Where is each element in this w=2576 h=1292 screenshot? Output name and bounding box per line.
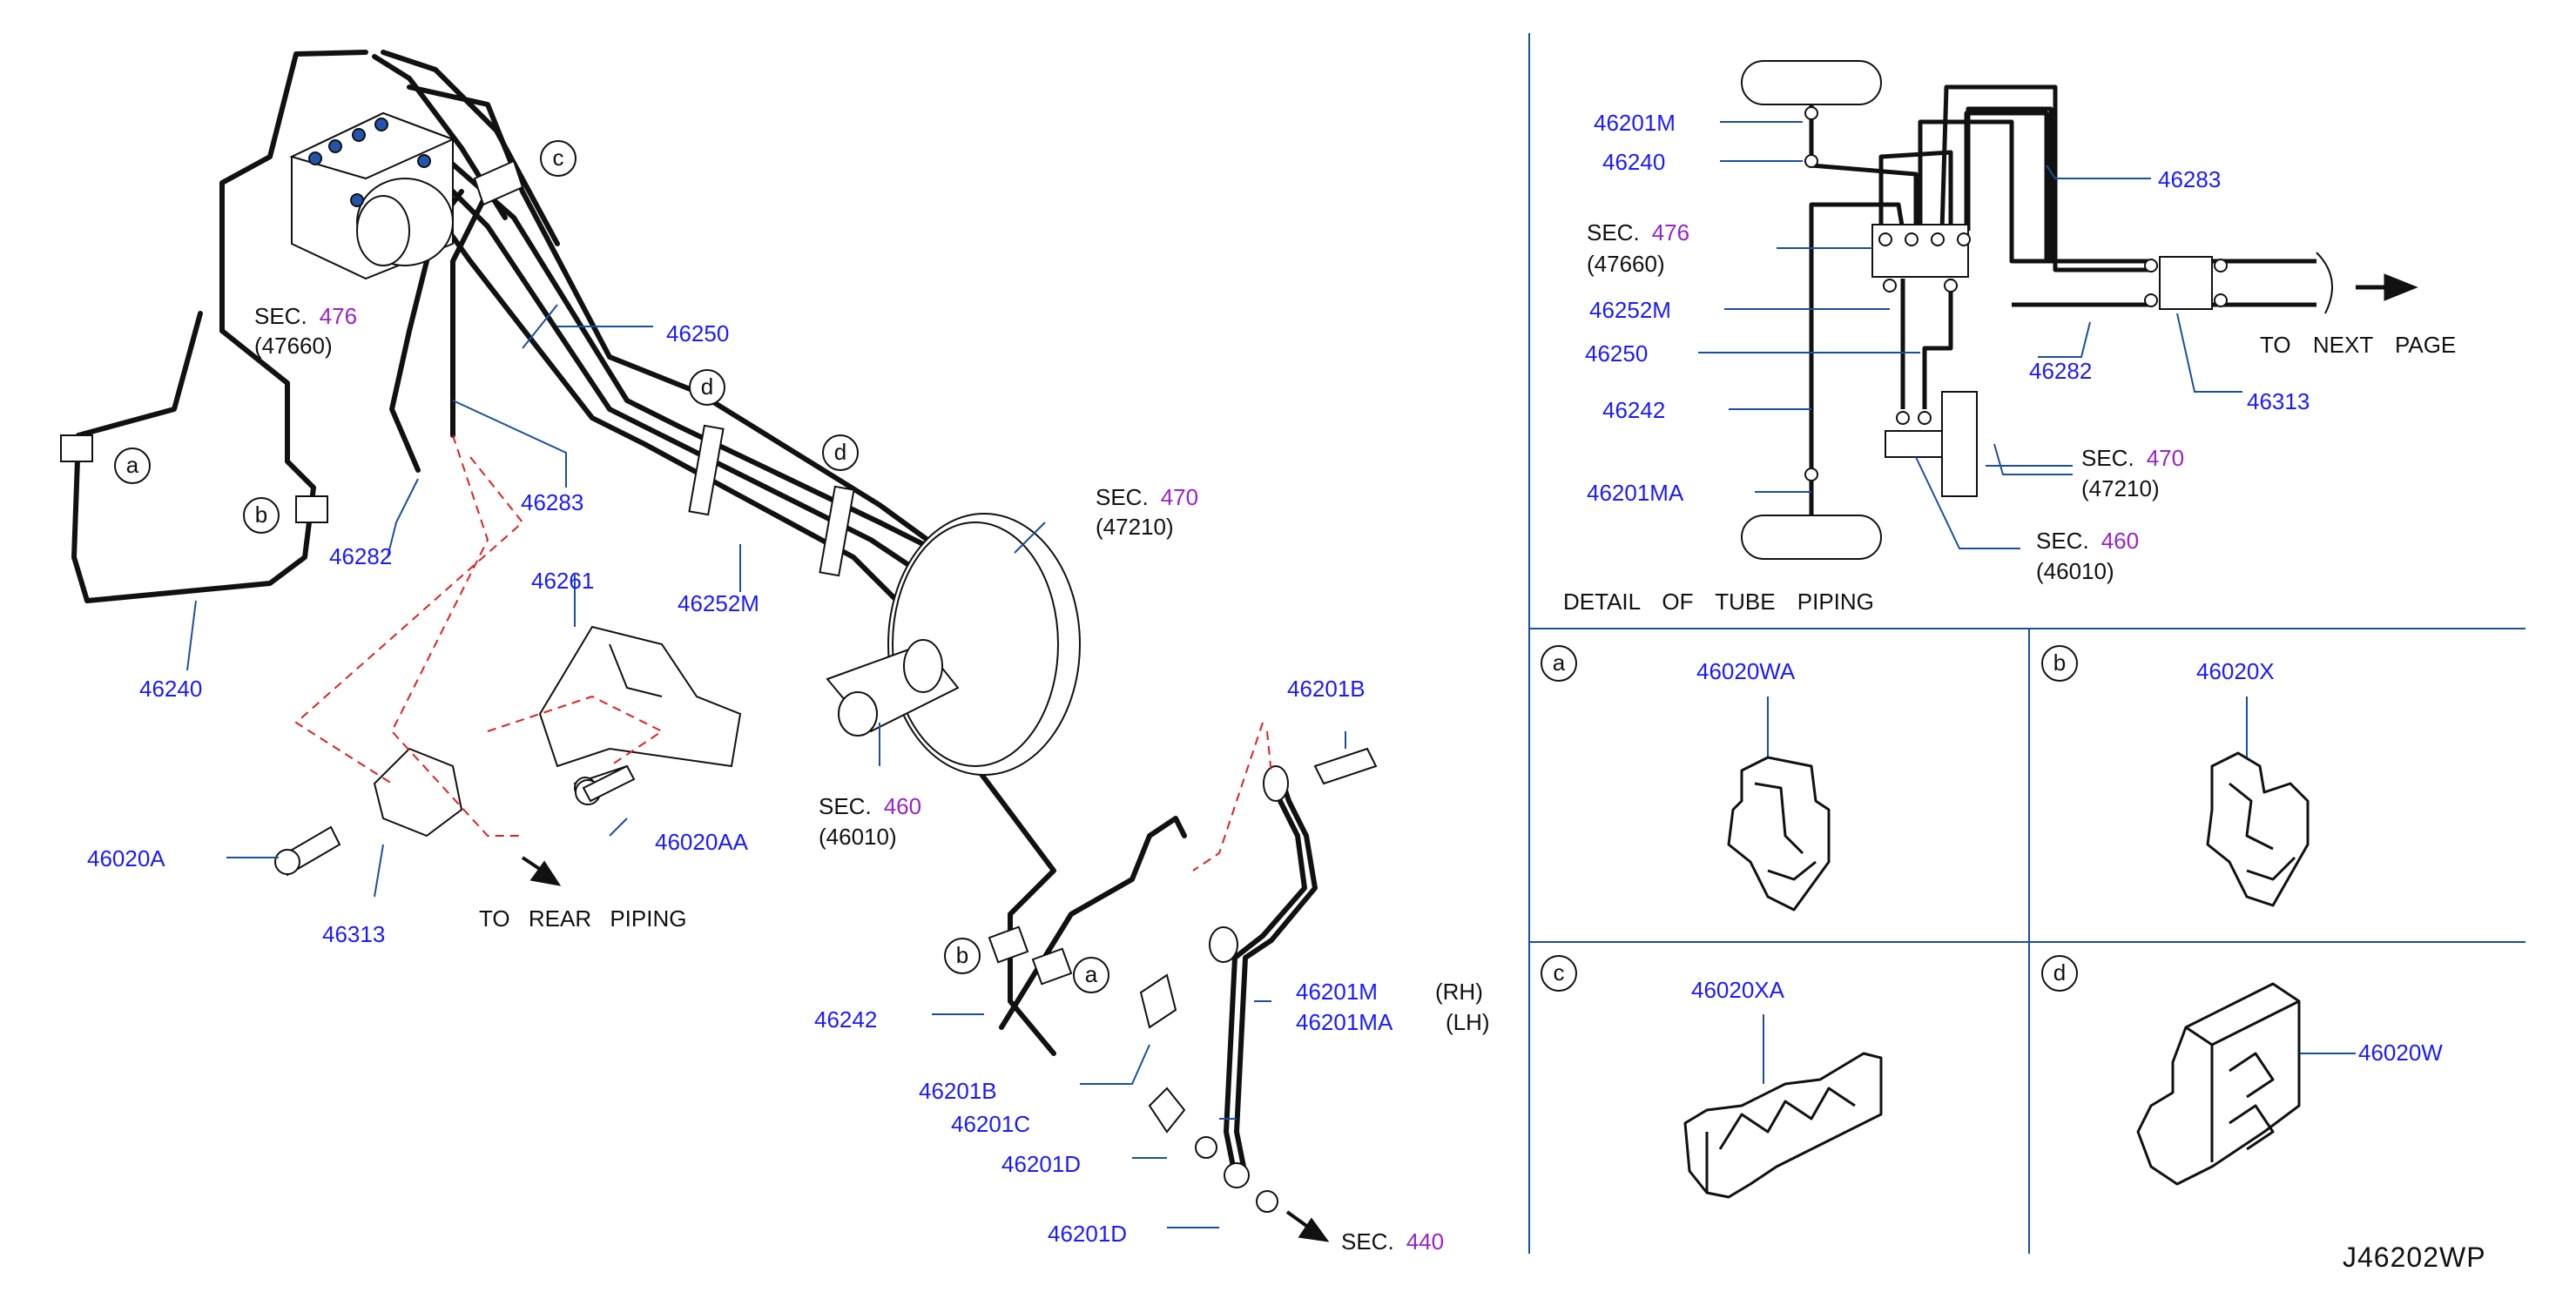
callout-letters: a b c d d b a <box>126 145 1098 987</box>
detail-label-46282: 46282 <box>2029 358 2092 384</box>
label-46020AA: 46020AA <box>655 829 749 855</box>
detail-sec-460-ref: SEC.460 <box>2036 528 2139 554</box>
callout-letter-a: a <box>126 452 139 478</box>
tube-connectors <box>60 159 1073 986</box>
sec-440-ref: SEC.440 <box>1341 1228 1444 1255</box>
callout-letter-c: c <box>553 145 564 171</box>
label-46282: 46282 <box>329 543 392 569</box>
label-46201D-1: 46201D <box>1001 1151 1081 1177</box>
label-rh: (RH) <box>1435 979 1483 1005</box>
clip-46020XA-shape <box>1683 1052 1883 1199</box>
sec-470-ref: SEC.470 <box>1096 484 1198 510</box>
master-cylinder <box>826 639 960 737</box>
callout-letter-d: d <box>834 439 846 465</box>
clip-label-46020W: 46020W <box>2358 1040 2443 1066</box>
detail-label-46252M: 46252M <box>1589 297 1671 323</box>
detail-label-to-next-page: TO NEXT PAGE <box>2260 332 2456 358</box>
abs-actuator <box>289 111 455 280</box>
detail-labels: 46201M 46240 SEC.476 (47660) 46252M 4625… <box>1563 110 2456 615</box>
label-46240: 46240 <box>139 676 202 702</box>
drawing-id: J46202WP <box>2343 1242 2486 1273</box>
arrows <box>521 856 1330 1242</box>
clip-panel-a: a 46020WA <box>1541 645 1831 912</box>
detail-leaders <box>1698 121 2242 549</box>
label-46201C: 46201C <box>951 1111 1030 1137</box>
label-46283: 46283 <box>521 489 583 515</box>
sec-470-sub: (47210) <box>1096 514 1174 540</box>
detail-label-46313: 46313 <box>2247 388 2310 414</box>
bracket-46313 <box>274 747 636 877</box>
hose-fittings <box>1139 747 1378 1213</box>
detail-label-46250: 46250 <box>1585 340 1648 367</box>
callout-letter-b: b <box>956 942 968 968</box>
detail-label-46242: 46242 <box>1602 397 1665 423</box>
bracket-46261 <box>538 625 742 768</box>
label-46201B-bottom: 46201B <box>919 1078 997 1104</box>
detail-wheels <box>1741 60 1882 560</box>
section-refs: SEC.476 (47660) SEC.470 (47210) SEC.460 … <box>254 303 1444 1255</box>
detail-sec-476-ref: SEC.476 <box>1587 219 1689 246</box>
detail-sec-460-sub: (46010) <box>2036 558 2114 584</box>
detail-tubes <box>1809 84 2316 515</box>
clip-panel-b: b 46020X <box>2041 645 2310 907</box>
clip-panel-c: c 46020XA <box>1541 955 1883 1199</box>
label-46201M: 46201M <box>1296 979 1378 1005</box>
clip-letter-a: a <box>1553 649 1566 676</box>
callout-letter-b: b <box>255 501 267 528</box>
label-46252M: 46252M <box>678 590 759 616</box>
detail-title: DETAIL OF TUBE PIPING <box>1563 589 1874 615</box>
label-46201D-2: 46201D <box>1048 1221 1127 1247</box>
detail-label-46283: 46283 <box>2158 166 2221 192</box>
panel-dividers <box>1528 33 2525 1254</box>
clip-46020X-shape <box>2206 751 2310 907</box>
clip-letter-b: b <box>2053 649 2066 676</box>
detail-label-46201M: 46201M <box>1594 110 1676 136</box>
callout-letter-d: d <box>701 373 713 400</box>
detail-label-46201MA: 46201MA <box>1587 480 1684 506</box>
clip-46020W-shape <box>2136 982 2301 1186</box>
clip-label-46020WA: 46020WA <box>1696 658 1796 684</box>
label-46242: 46242 <box>814 1006 877 1033</box>
label-46250: 46250 <box>666 320 729 347</box>
label-46313: 46313 <box>322 921 385 947</box>
sec-460-sub: (46010) <box>819 824 897 850</box>
sec-460-ref: SEC.460 <box>819 793 921 819</box>
detail-label-46240: 46240 <box>1602 149 1665 175</box>
detail-sec-470-ref: SEC.470 <box>2081 445 2184 471</box>
clip-label-46020X: 46020X <box>2196 658 2275 684</box>
callout-letter-a: a <box>1085 961 1098 987</box>
detail-sec-470-sub: (47210) <box>2081 475 2160 501</box>
red-dashed-leaders <box>294 434 1272 871</box>
callout-circles <box>114 140 1109 993</box>
leader-lines <box>186 304 1346 1228</box>
label-46201B-top: 46201B <box>1287 676 1366 702</box>
brake-booster <box>887 513 1081 776</box>
clip-letter-c: c <box>1554 959 1565 986</box>
sec-476-ref: SEC.476 <box>254 303 357 329</box>
main-labels: 46240 46250 46283 46282 46252M 46261 460… <box>87 320 1490 1247</box>
label-46020A: 46020A <box>87 845 165 871</box>
label-lh: (LH) <box>1446 1009 1490 1035</box>
clip-letter-d: d <box>2053 959 2066 986</box>
clip-panel-d: d 46020W <box>2041 955 2443 1186</box>
clip-46020WA-shape <box>1727 756 1831 912</box>
sec-476-sub: (47660) <box>254 333 333 359</box>
detail-sec-476-sub: (47660) <box>1587 251 1665 277</box>
detail-components <box>1804 106 2228 497</box>
detail-next-arrow <box>2316 252 2418 314</box>
clip-label-46020XA: 46020XA <box>1691 977 1785 1003</box>
label-46261: 46261 <box>531 568 594 594</box>
label-46201MA: 46201MA <box>1296 1009 1393 1035</box>
detail-tube-piping: 46201M 46240 SEC.476 (47660) 46252M 4625… <box>1563 60 2456 615</box>
label-to-rear-piping: TO REAR PIPING <box>479 905 686 932</box>
